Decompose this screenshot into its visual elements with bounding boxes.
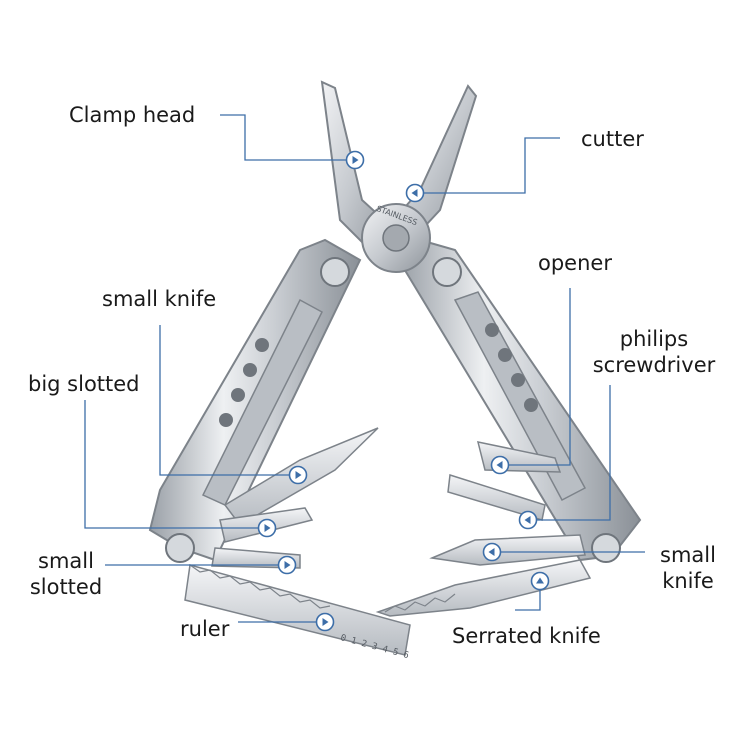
label-small-knife-left: small knife — [102, 287, 217, 311]
label-philips-line1: philips — [619, 327, 689, 351]
label-small-slotted-line2: slotted — [29, 575, 103, 599]
label-philips-screwdriver: philips screwdriver — [588, 326, 720, 378]
leader-big-slotted — [84, 400, 265, 529]
label-small-knife-right-line1: small — [660, 543, 716, 567]
arrow-marker-icon — [518, 510, 538, 530]
label-serrated-knife: Serrated knife — [452, 624, 601, 648]
label-clamp-head: Clamp head — [69, 103, 196, 127]
ruler-saw: 0 1 2 3 4 5 6 — [184, 564, 411, 661]
left-handle — [148, 238, 362, 562]
leader-cutter — [420, 137, 560, 194]
label-ruler: ruler — [180, 617, 230, 641]
label-philips-line2: screwdriver — [592, 353, 716, 377]
arrow-marker-icon — [530, 571, 550, 591]
label-small-knife-right: small knife — [652, 542, 724, 594]
pivot-hub: STAINLESS — [361, 203, 431, 273]
arrow-marker-icon — [345, 150, 365, 170]
label-big-slotted: big slotted — [28, 372, 140, 396]
serrated-knife-blade — [375, 559, 592, 617]
leader-small-knife-left — [159, 325, 295, 476]
arrow-marker-icon — [315, 612, 335, 632]
label-small-slotted: small slotted — [26, 548, 106, 600]
leader-philips — [528, 385, 611, 521]
leader-opener — [500, 288, 571, 466]
arrow-marker-icon — [405, 183, 425, 203]
arrow-marker-icon — [490, 455, 510, 475]
arrow-marker-icon — [288, 465, 308, 485]
markers — [257, 150, 550, 632]
label-opener: opener — [538, 251, 612, 275]
leader-clamp-head — [220, 114, 350, 161]
arrow-marker-icon — [277, 555, 297, 575]
label-small-knife-right-line2: knife — [662, 569, 714, 593]
arrow-marker-icon — [257, 518, 277, 538]
leader-lines — [84, 114, 645, 623]
label-cutter: cutter — [581, 127, 644, 151]
right-small-knife-blade — [429, 534, 586, 566]
rivets — [165, 257, 621, 563]
leader-serrated-knife — [515, 583, 541, 611]
arrow-marker-icon — [482, 542, 502, 562]
label-small-slotted-line1: small — [38, 549, 94, 573]
